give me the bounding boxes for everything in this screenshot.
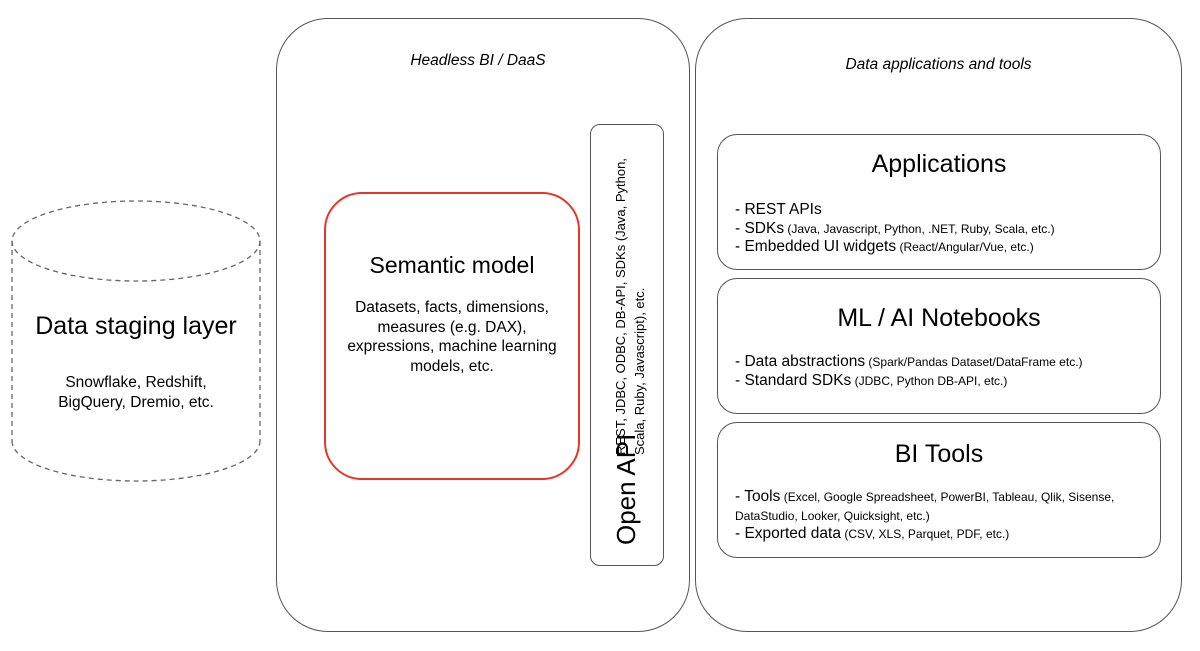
- list-item: - Data abstractions (Spark/Pandas Datase…: [735, 353, 1083, 370]
- data-staging-line-2: BigQuery, Dremio, etc.: [58, 394, 214, 411]
- open-api-protocols: REST, JDBC, ODBC, DB-API, SDKs (Java, Py…: [613, 158, 647, 455]
- list-item: - Exported data (CSV, XLS, Parquet, PDF,…: [735, 525, 1010, 542]
- data-applications-panel: [695, 18, 1182, 632]
- ml-notebooks-box: [717, 278, 1161, 414]
- data-staging-line-1: Snowflake, Redshift,: [65, 374, 207, 391]
- list-item: - Tools (Excel, Google Spreadsheet, Powe…: [735, 488, 1115, 523]
- list-item: - Standard SDKs (JDBC, Python DB-API, et…: [735, 371, 1008, 389]
- semantic-model-description: Datasets, facts, dimensions, measures (e…: [347, 299, 557, 375]
- list-item: - Embedded UI widgets (React/Angular/Vue…: [735, 238, 1034, 255]
- applications-list: - REST APIs - SDKs (Java, Javascript, Py…: [735, 201, 1155, 257]
- open-api-box: [590, 124, 664, 566]
- bi-tools-list: - Tools (Excel, Google Spreadsheet, Powe…: [735, 488, 1155, 544]
- applications-title: Applications: [871, 150, 1007, 178]
- list-item: - REST APIs: [735, 201, 822, 218]
- data-applications-title: Data applications and tools: [845, 56, 1032, 73]
- list-item: - SDKs (Java, Javascript, Python, .NET, …: [735, 219, 1055, 237]
- data-staging-cylinder: [11, 200, 261, 482]
- semantic-model-box: [324, 192, 580, 480]
- headless-bi-title: Headless BI / DaaS: [410, 52, 546, 69]
- bi-tools-title: BI Tools: [894, 440, 984, 468]
- headless-bi-panel: [276, 18, 690, 632]
- open-api-rotated-text: Open API REST, JDBC, ODBC, DB-API, SDKs …: [607, 125, 663, 545]
- ml-notebooks-list: - Data abstractions (Spark/Pandas Datase…: [735, 353, 1155, 390]
- data-staging-title: Data staging layer: [35, 312, 237, 340]
- data-staging-sources: Snowflake, Redshift, BigQuery, Dremio, e…: [8, 373, 264, 413]
- ml-notebooks-title: ML / AI Notebooks: [837, 304, 1041, 332]
- semantic-model-title: Semantic model: [369, 252, 535, 278]
- applications-box: [717, 134, 1161, 270]
- bi-tools-box: [717, 422, 1161, 558]
